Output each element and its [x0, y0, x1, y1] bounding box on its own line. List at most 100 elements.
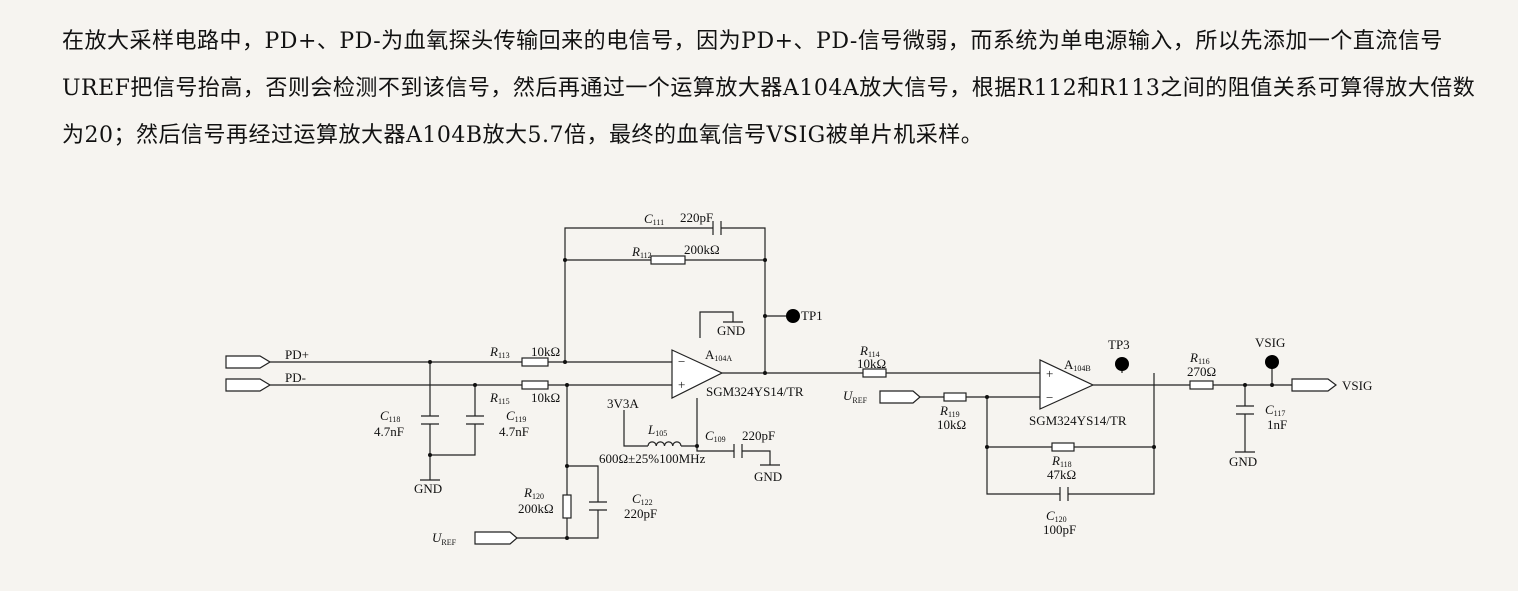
junction-dot: [428, 360, 432, 364]
capacitor-c117: C117 1nF: [1236, 402, 1287, 432]
opamp-b-ref: A104B: [1064, 357, 1091, 373]
inductor-l105: L105 600Ω±25%100MHz: [599, 422, 706, 466]
r118-ref: R118: [1051, 453, 1072, 469]
resistor-r116: R116 270Ω: [1187, 350, 1216, 390]
c122-value: 220pF: [624, 506, 657, 521]
resistor-r120: R120 200kΩ: [518, 485, 572, 519]
r113-value: 10kΩ: [531, 344, 560, 359]
r119-ref: R119: [939, 403, 960, 419]
junction-dot: [763, 258, 767, 262]
pd-minus-connector: PD-: [225, 370, 306, 392]
c120-value: 100pF: [1043, 522, 1076, 537]
capacitor-c118: C118 4.7nF: [374, 408, 439, 439]
vsig-output-connector: VSIG: [1291, 378, 1372, 393]
c111-value: 220pF: [680, 210, 713, 225]
opamp-a-ref: A104A: [705, 347, 732, 363]
gnd-c109-label: GND: [754, 469, 782, 484]
capacitor-c111: C111 220pF: [644, 210, 722, 235]
pd-plus-connector: PD+: [225, 347, 309, 369]
r118-value: 47kΩ: [1047, 467, 1076, 482]
tp1-label: TP1: [801, 308, 823, 323]
junction-dot: [695, 444, 699, 448]
opamp-b-minus-sign: −: [1046, 390, 1053, 405]
c119-ref: C119: [506, 408, 526, 424]
resistor-r112: R112 200kΩ: [631, 242, 720, 265]
c122-ref: C122: [632, 491, 653, 507]
junction-dot: [1270, 383, 1274, 387]
vsig-output-label: VSIG: [1342, 378, 1372, 393]
c120-ref: C120: [1046, 508, 1067, 524]
r115-ref: R115: [489, 390, 510, 406]
r112-ref: R112: [631, 244, 652, 260]
opamp-a104a: − + A104A SGM324YS14/TR: [671, 347, 804, 399]
junction-dot: [565, 536, 569, 540]
r114-ref: R114: [859, 343, 880, 359]
r116-value: 270Ω: [1187, 364, 1216, 379]
description-paragraph: 在放大采样电路中，PD+、PD-为血氧探头传输回来的电信号，因为PD+、PD-信…: [62, 29, 1476, 148]
ground-left: GND: [414, 479, 442, 496]
test-point-tp1: TP1: [786, 308, 823, 323]
junction-dot: [763, 314, 767, 318]
capacitor-c122: C122 220pF: [589, 491, 657, 521]
junction-dot: [428, 453, 432, 457]
r120-ref: R120: [523, 485, 544, 501]
junction-dot: [473, 383, 477, 387]
pd-minus-label: PD-: [285, 370, 306, 385]
opamp-a-part: SGM324YS14/TR: [706, 384, 804, 399]
resistor-r113: R113 10kΩ: [489, 344, 560, 367]
opamp-a-plus-sign: +: [678, 377, 685, 392]
ground-opamp-a: GND: [717, 321, 745, 338]
uref-mid-connector: UREF: [843, 388, 921, 405]
uref-left-connector: UREF: [432, 530, 518, 547]
capacitor-c109: C109 220pF: [705, 428, 775, 458]
gnd-right-label: GND: [1229, 454, 1257, 469]
l105-ref: L105: [647, 422, 667, 438]
c119-value: 4.7nF: [499, 424, 529, 439]
ground-c109: GND: [754, 464, 782, 484]
capacitor-c119: C119 4.7nF: [466, 408, 529, 439]
junction-dot: [985, 395, 989, 399]
c117-ref: C117: [1265, 402, 1285, 418]
c117-value: 1nF: [1267, 417, 1287, 432]
c109-value: 220pF: [742, 428, 775, 443]
r113-ref: R113: [489, 344, 510, 360]
test-point-vsig: VSIG: [1255, 335, 1285, 369]
resistor-r119: R119 10kΩ: [937, 392, 967, 432]
test-point-tp3: TP3: [1108, 337, 1130, 371]
junctions: [428, 258, 1274, 540]
junction-dot: [763, 371, 767, 375]
ground-right: GND: [1229, 451, 1257, 469]
r112-value: 200kΩ: [684, 242, 720, 257]
c118-ref: C118: [380, 408, 400, 424]
resistor-r115: R115 10kΩ: [489, 380, 560, 406]
c118-value: 4.7nF: [374, 424, 404, 439]
r114-value: 10kΩ: [857, 356, 886, 371]
opamp-b-plus-sign: +: [1046, 366, 1053, 381]
c111-ref: C111: [644, 211, 664, 227]
l105-value: 600Ω±25%100MHz: [599, 451, 706, 466]
supply-3v3a-label: 3V3A: [607, 396, 639, 411]
resistor-r114: R114 10kΩ: [857, 343, 887, 378]
opamp-a-minus-sign: −: [678, 354, 685, 369]
junction-dot: [1243, 383, 1247, 387]
vsig-top-label: VSIG: [1255, 335, 1285, 350]
gnd-left-label: GND: [414, 481, 442, 496]
pd-plus-label: PD+: [285, 347, 309, 362]
capacitor-c120: C120 100pF: [1043, 487, 1076, 537]
opamp-a104b: + − A104B SGM324YS14/TR: [1029, 357, 1127, 428]
wires: [270, 227, 1292, 539]
uref-mid-label: UREF: [843, 388, 868, 405]
junction-dot: [1152, 445, 1156, 449]
resistor-r118: R118 47kΩ: [1047, 442, 1076, 482]
junction-dot: [563, 360, 567, 364]
junction-dot: [565, 464, 569, 468]
junction-dot: [565, 383, 569, 387]
r120-value: 200kΩ: [518, 501, 554, 516]
gnd-opamp-a-label: GND: [717, 323, 745, 338]
c109-ref: C109: [705, 428, 726, 444]
r119-value: 10kΩ: [937, 417, 966, 432]
junction-dot: [985, 445, 989, 449]
r115-value: 10kΩ: [531, 390, 560, 405]
tp3-label: TP3: [1108, 337, 1130, 352]
